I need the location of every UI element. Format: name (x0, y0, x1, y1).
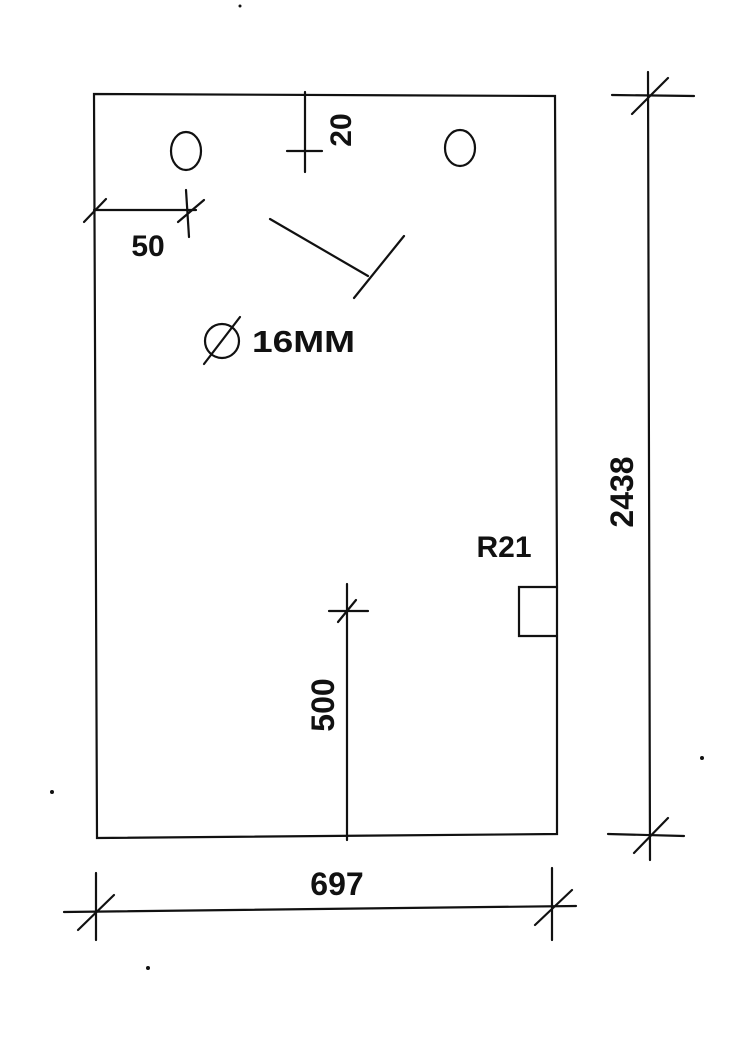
hole-left (169, 130, 203, 172)
dimension-notch-height (327, 582, 370, 842)
dimension-panel-width (62, 866, 578, 942)
hole-right (443, 128, 477, 168)
dimension-top-offset-label: 20 (325, 113, 358, 146)
hole-diameter-label: 16MM (252, 324, 355, 359)
dimension-side-offset-label: 50 (131, 230, 164, 263)
scan-specks (50, 4, 704, 970)
dimension-side-offset (82, 188, 206, 239)
dimension-notch-height-label: 500 (305, 678, 341, 731)
dimension-top-offset (285, 90, 324, 174)
dimension-panel-height (606, 70, 696, 862)
hole-diameter-leader (268, 217, 406, 300)
dimension-panel-height-label: 2438 (604, 456, 640, 527)
notch-radius-label: R21 (476, 531, 531, 564)
diameter-icon (202, 315, 242, 366)
dimension-panel-width-label: 697 (310, 866, 363, 902)
notch-outline (517, 585, 559, 638)
